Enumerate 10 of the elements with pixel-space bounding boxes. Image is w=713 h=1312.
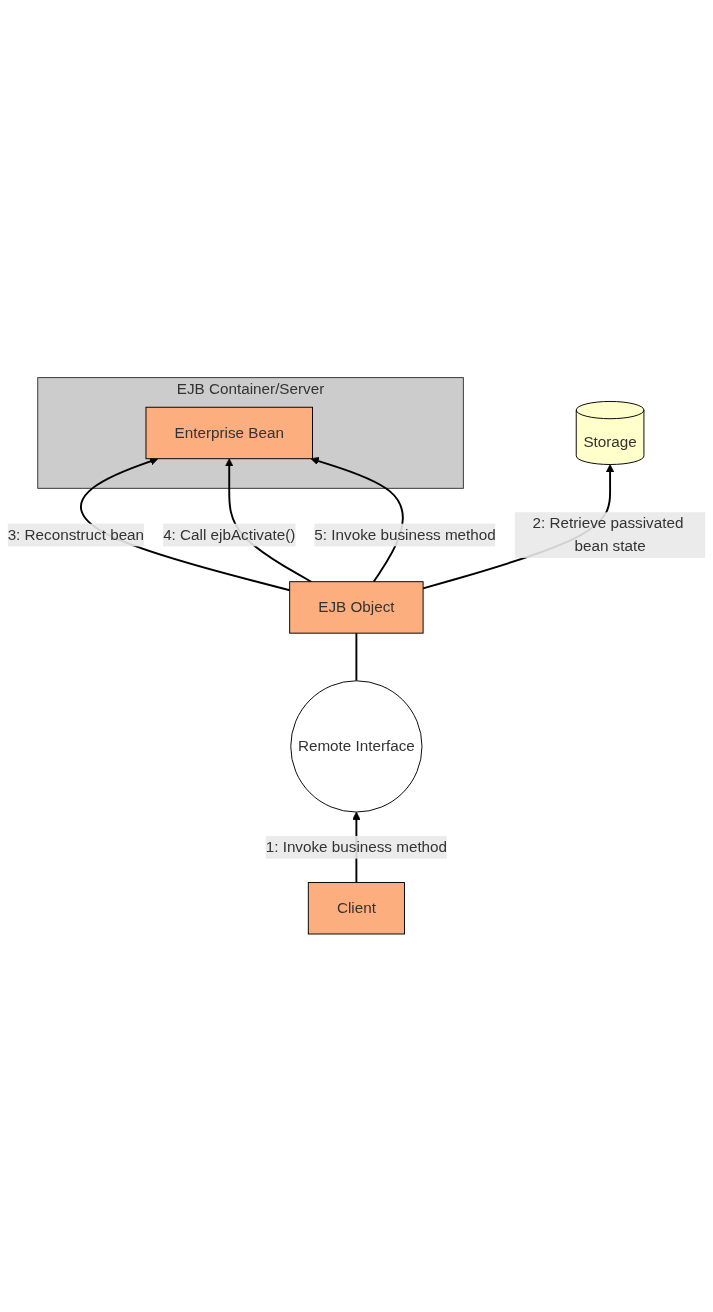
edge-label: 1: Invoke business method bbox=[265, 838, 448, 856]
node-box: Client bbox=[307, 882, 405, 935]
connector bbox=[355, 632, 358, 682]
node-box: EJB Object bbox=[289, 581, 424, 634]
edge-label: 3: Reconstruct bean bbox=[7, 526, 145, 543]
edge-label: 2: Retrieve passivated bean state bbox=[532, 515, 684, 555]
edge-label: 4: Call ejbActivate() bbox=[163, 526, 296, 543]
node-circle: Remote Interface bbox=[290, 680, 423, 813]
edge-label: 5: Invoke business method bbox=[314, 526, 496, 543]
node-box: Enterprise Bean bbox=[145, 406, 313, 460]
